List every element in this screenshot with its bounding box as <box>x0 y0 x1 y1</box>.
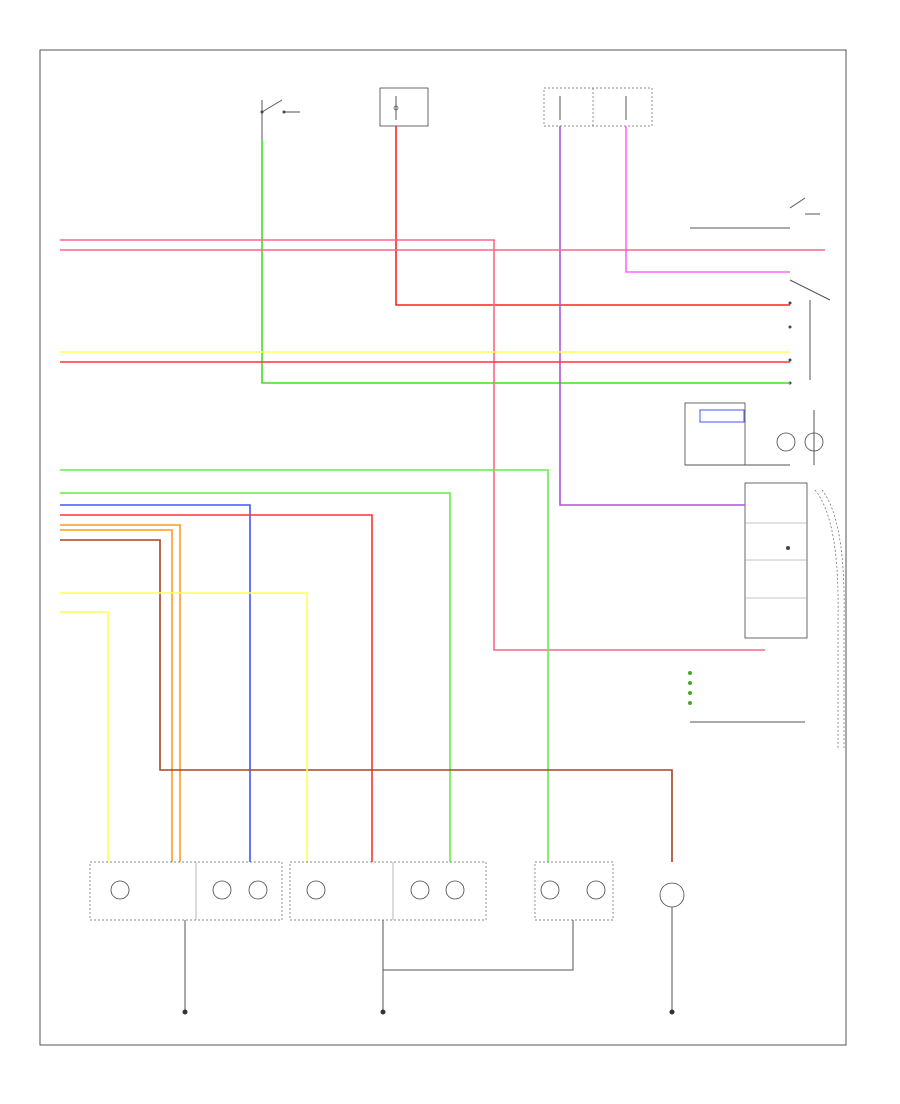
wire-brown <box>60 539 673 862</box>
wire-pink-bus-1 <box>60 239 765 651</box>
instrument-cluster-dashed <box>814 489 845 750</box>
diagram-frame <box>39 49 847 1046</box>
ground-icon <box>380 1009 386 1015</box>
wire-layer <box>60 126 825 862</box>
wire-green-lower-2 <box>60 492 451 862</box>
wire-orange-1 <box>60 524 181 862</box>
rear-lamp-left <box>289 861 487 921</box>
ground-icon <box>182 1009 188 1015</box>
wire-yellow-lower-1 <box>60 592 308 862</box>
ground-icon <box>669 1009 675 1015</box>
wire-green-top <box>261 140 790 384</box>
wire-red-center-fuse <box>395 126 790 306</box>
hazard-switch-unit <box>684 402 824 466</box>
top-fuse-box-right <box>543 87 653 127</box>
light-switch-block <box>744 482 808 639</box>
wire-yellow-lower-2 <box>60 611 109 862</box>
combination-switch-right <box>788 279 831 385</box>
wire-orange-2 <box>60 529 173 862</box>
license-lamp <box>534 861 614 921</box>
indicator-dots <box>688 671 805 723</box>
wire-pink <box>625 126 790 273</box>
wire-green-lower <box>60 469 549 862</box>
top-fuse-box-center <box>379 87 429 127</box>
ground-lines <box>182 907 675 1015</box>
wire-blue <box>60 504 251 862</box>
wire-violet <box>559 126 745 506</box>
fuel-gauge-lamp <box>659 882 685 908</box>
top-switch-left <box>260 99 300 140</box>
headlamp-switch-top-right <box>690 197 820 229</box>
rear-lamp-right <box>89 861 283 921</box>
wire-red-lower <box>60 514 373 862</box>
